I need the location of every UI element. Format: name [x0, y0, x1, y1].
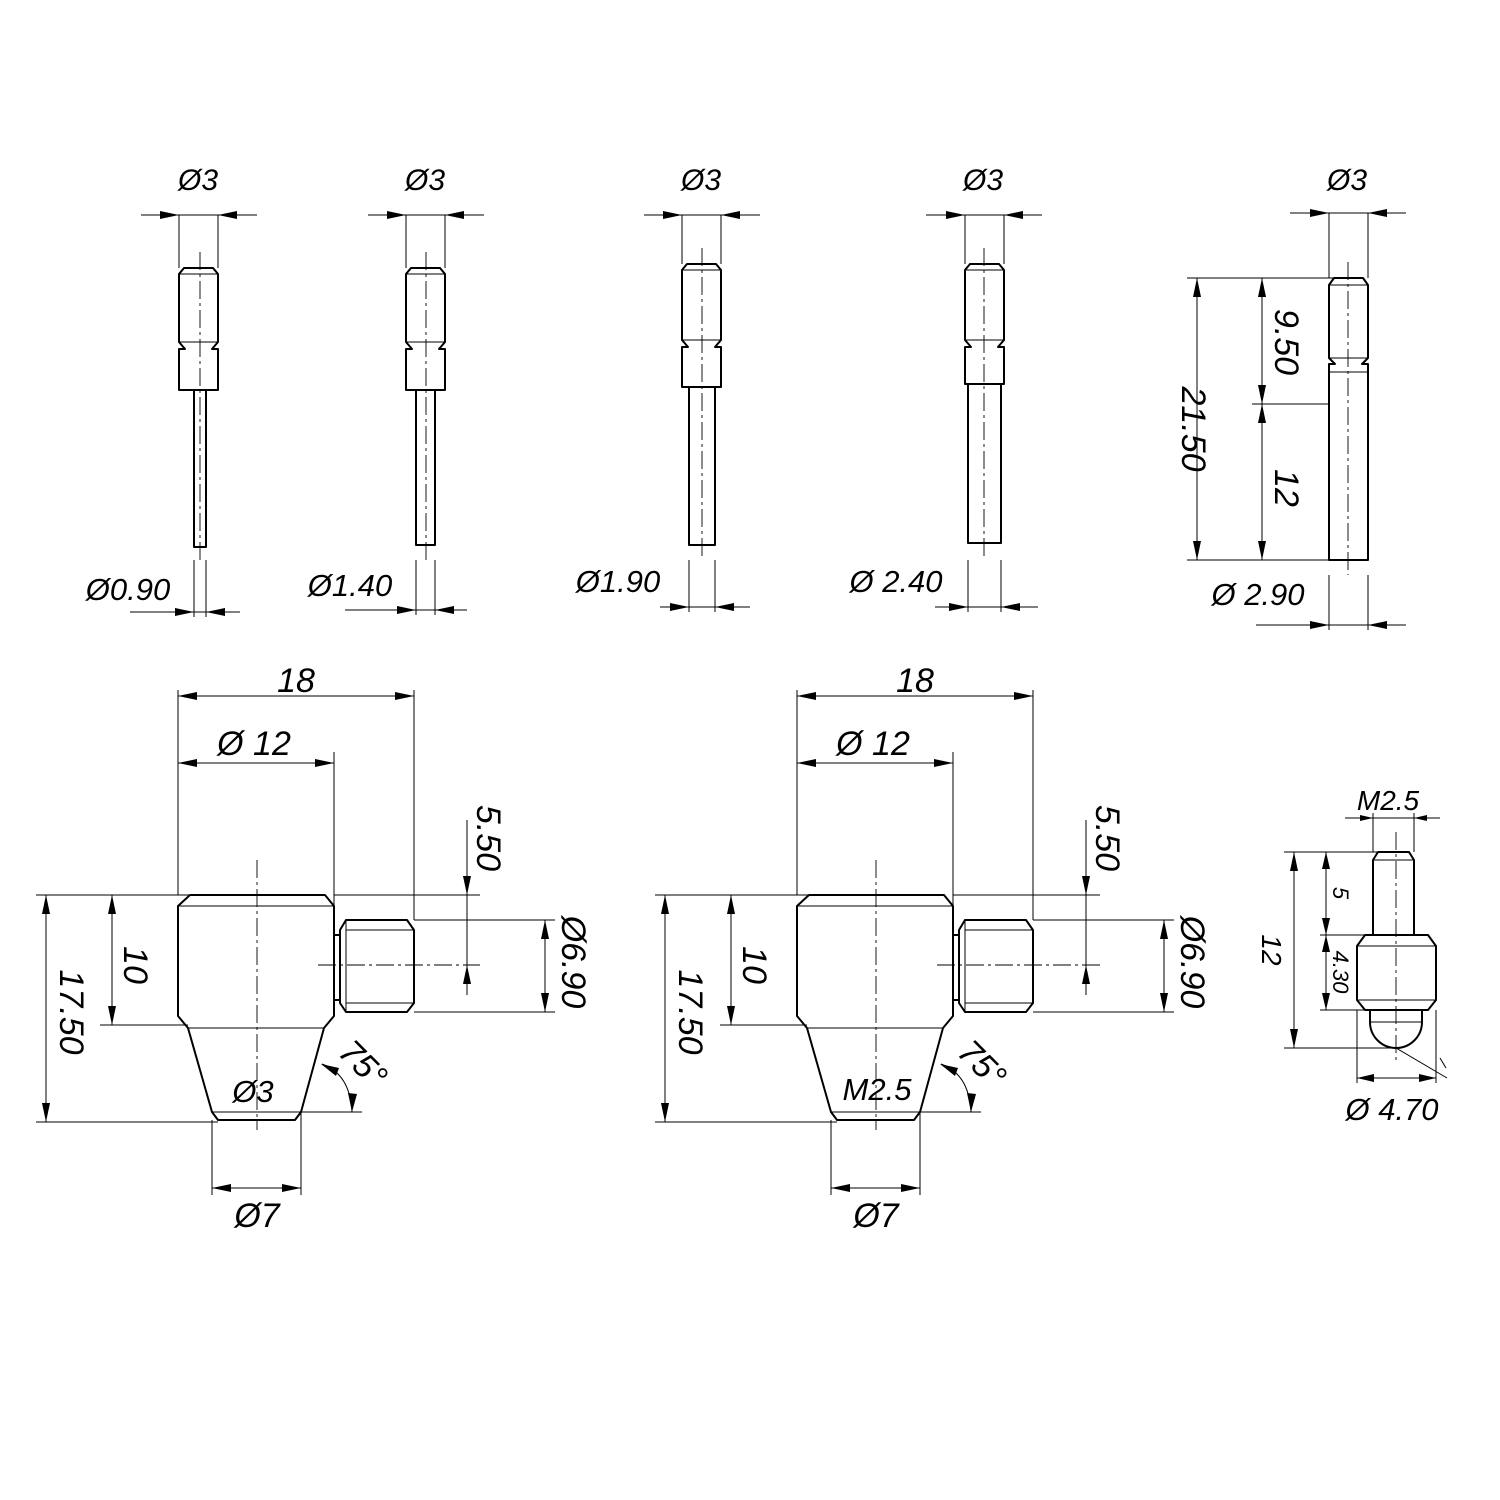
pin-1-body-diameter: Ø3: [177, 164, 218, 197]
pin-5-overall-length: 21.50: [1174, 385, 1212, 471]
pin-1-body: [178, 267, 219, 391]
adapter-left-total-height: 17.50: [52, 969, 90, 1054]
pin-4-drawing: Ø3 Ø 2.40: [848, 164, 1042, 612]
pin-3-body: [681, 263, 722, 388]
pin-1-tip-diameter: Ø0.90: [85, 572, 170, 607]
pin-5-lower-length: 12: [1267, 469, 1305, 507]
adapter-right-angle: 75°: [950, 1033, 1013, 1096]
pin-5-body-diameter: Ø3: [1326, 164, 1367, 197]
ball-probe-collar: [1356, 934, 1437, 1011]
pin-5-body: [1328, 277, 1369, 561]
ball-probe-diameter: Ø 4.70: [1344, 1092, 1438, 1127]
ball-probe-total-height: 12: [1256, 934, 1287, 966]
pin-2-body-diameter: Ø3: [404, 164, 445, 197]
adapter-right-body-diameter: Ø 12: [835, 725, 910, 763]
pin-4-body-diameter: Ø3: [962, 164, 1003, 197]
pin-5-tip-diameter: Ø 2.90: [1210, 577, 1304, 612]
ball-probe-thread: M2.5: [1357, 785, 1420, 816]
ball-probe-shank: [1372, 851, 1415, 936]
adapter-left-bore: Ø3: [231, 1074, 273, 1109]
ball-probe-shank-length: 5: [1328, 887, 1353, 900]
pin-3-drawing: Ø3 Ø1.90: [575, 164, 760, 612]
adapter-left-body-diameter: Ø 12: [216, 725, 291, 763]
pin-4-body: [964, 263, 1005, 385]
pin-5-drawing: Ø3 21.50 9.50 12 Ø 2.90: [1174, 164, 1406, 630]
adapter-left-angle: 75°: [331, 1033, 394, 1096]
adapter-right-total-height: 17.50: [671, 969, 709, 1054]
pin-5-upper-length: 9.50: [1267, 309, 1305, 375]
adapter-right-offset: 5.50: [1088, 805, 1126, 871]
adapter-left-side-diameter: Ø6.90: [554, 915, 592, 1009]
adapter-right-side-diameter: Ø6.90: [1173, 915, 1211, 1009]
pin-1-drawing: Ø3 Ø0.90: [85, 164, 257, 617]
adapter-right-tip-diameter: Ø7: [852, 1197, 899, 1235]
ball-probe-collar-length: 4.30: [1328, 951, 1353, 995]
adapter-right-side-stub: [958, 919, 1034, 1013]
pin-2-tip-diameter: Ø1.40: [307, 568, 392, 603]
adapter-left-width: 18: [277, 662, 315, 700]
pin-4-tip-diameter: Ø 2.40: [848, 564, 942, 599]
adapter-right-width: 18: [896, 662, 934, 700]
adapter-right-bore: M2.5: [843, 1072, 913, 1107]
adapter-left-drawing: 18 Ø 12 5.50 Ø6.90 10 17.50 75°: [36, 662, 592, 1235]
adapter-left-offset: 5.50: [469, 805, 507, 871]
pin-3-body-diameter: Ø3: [680, 164, 721, 197]
pin-2-drawing: Ø3 Ø1.40: [307, 164, 484, 615]
adapter-left-tip-diameter: Ø7: [233, 1197, 280, 1235]
adapter-left-side-stub: [339, 919, 415, 1013]
pin-2-body: [405, 267, 446, 391]
adapter-left-body-height: 10: [116, 946, 154, 984]
ball-probe-drawing: M2.5 12 5 4.30 Ø 4.70: [1256, 785, 1448, 1127]
pin-3-tip-diameter: Ø1.90: [575, 564, 660, 599]
adapter-right-drawing: 18 Ø 12 5.50 Ø6.90 10 17.50 75° M2.5: [655, 662, 1211, 1235]
adapter-right-body-height: 10: [735, 946, 773, 984]
